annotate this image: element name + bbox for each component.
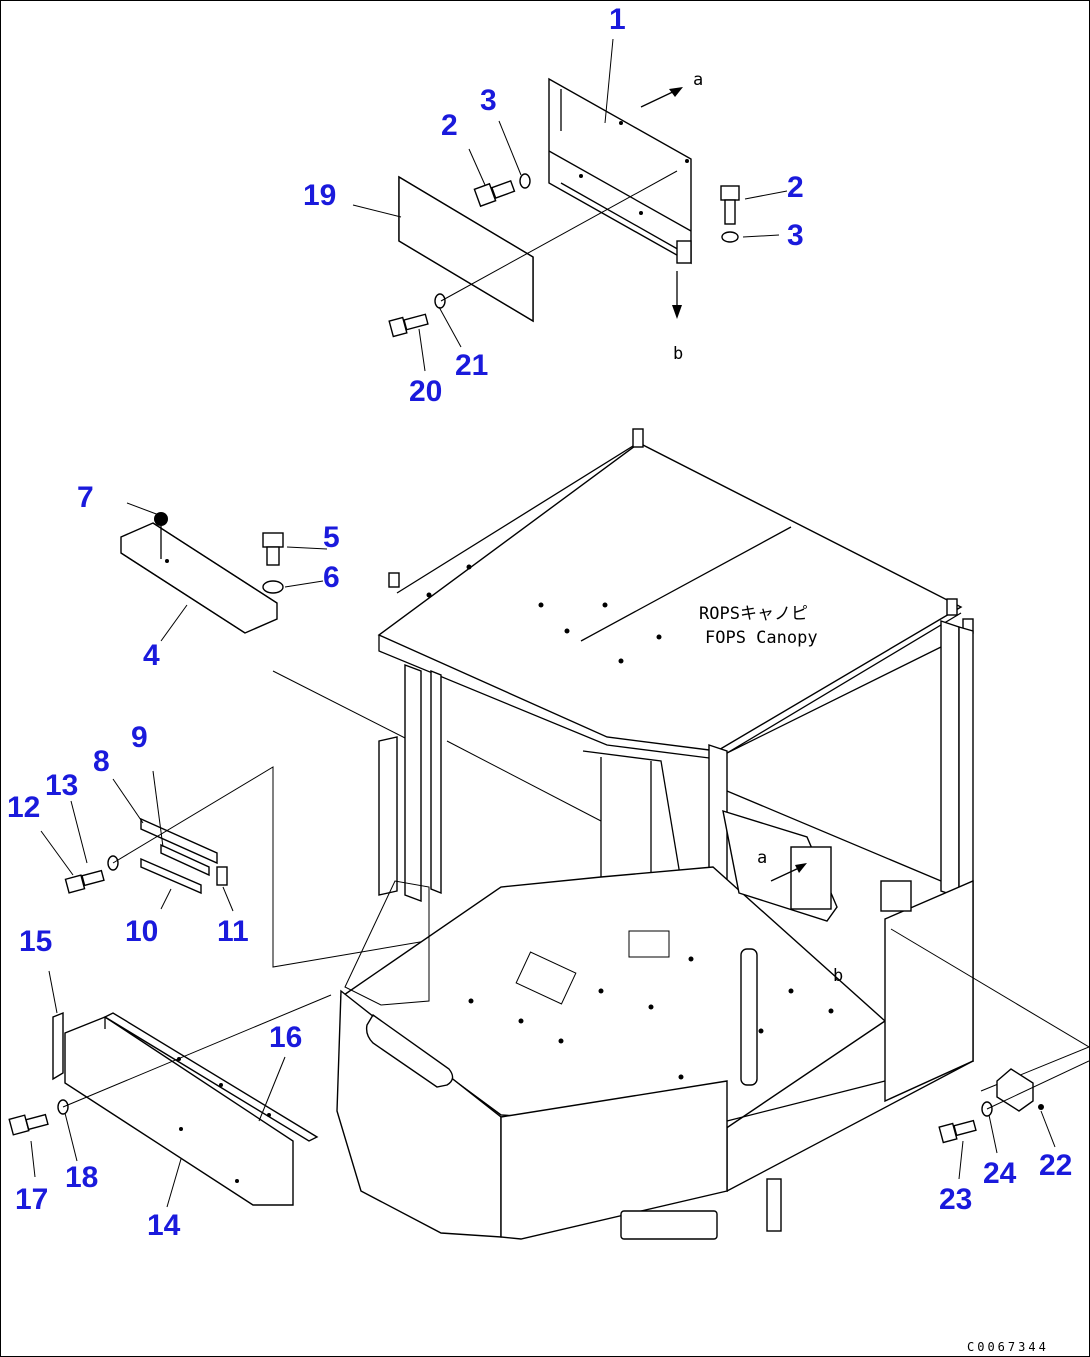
callout-1: 1 bbox=[609, 3, 626, 36]
plate-part-19 bbox=[398, 175, 534, 323]
callout-24: 24 bbox=[983, 1157, 1017, 1190]
callout-4: 4 bbox=[143, 639, 160, 672]
callout-14: 14 bbox=[147, 1209, 181, 1242]
drawing-code: C0067344 bbox=[967, 1340, 1049, 1354]
callout-20: 20 bbox=[409, 375, 442, 408]
washer-part-21 bbox=[434, 293, 446, 309]
callout-17: 17 bbox=[15, 1183, 48, 1216]
cover-part-4 bbox=[120, 522, 278, 634]
callout-18: 18 bbox=[65, 1161, 98, 1194]
callout-3a: 3 bbox=[480, 84, 497, 117]
marker-b-cab: b bbox=[833, 966, 843, 986]
bolt-part-5 bbox=[262, 532, 284, 566]
bolt-part-17 bbox=[8, 1113, 49, 1136]
seal-part-10 bbox=[140, 857, 202, 895]
marker-arrow-a: a bbox=[640, 70, 703, 108]
bolt-part-23 bbox=[938, 1119, 977, 1144]
callout-21: 21 bbox=[455, 349, 488, 382]
callout-23: 23 bbox=[939, 1183, 972, 1216]
plate-part-9 bbox=[160, 843, 210, 877]
callout-12: 12 bbox=[7, 791, 40, 824]
canopy-label: ROPSキャノピ FOPS Canopy bbox=[699, 604, 818, 648]
callout-6: 6 bbox=[323, 561, 340, 594]
callout-2a: 2 bbox=[441, 109, 458, 142]
callout-8: 8 bbox=[93, 745, 110, 778]
callout-15: 15 bbox=[19, 925, 52, 958]
bracket-part-22 bbox=[996, 1068, 1044, 1112]
marker-b-top: b bbox=[673, 344, 683, 364]
canopy-assembly bbox=[336, 428, 974, 1240]
bolt-part-2-left bbox=[473, 179, 516, 208]
clip-part-11 bbox=[216, 866, 228, 886]
callout-5: 5 bbox=[323, 521, 340, 554]
callout-22: 22 bbox=[1039, 1149, 1072, 1182]
callout-2b: 2 bbox=[787, 171, 804, 204]
marker-arrow-b: b bbox=[672, 271, 683, 364]
callout-11: 11 bbox=[217, 915, 249, 948]
bracket-part-1 bbox=[548, 77, 692, 265]
callout-10: 10 bbox=[125, 915, 158, 948]
bolt-part-12 bbox=[64, 869, 105, 894]
canopy-label-line1: ROPSキャノピ bbox=[699, 604, 808, 624]
bracket-part-15 bbox=[52, 1011, 64, 1081]
callout-16: 16 bbox=[269, 1021, 302, 1054]
callout-9: 9 bbox=[131, 721, 148, 754]
cab-marker-a: a bbox=[757, 848, 807, 882]
bolt-part-20 bbox=[388, 313, 429, 338]
washer-part-3-left bbox=[519, 173, 531, 189]
callout-13: 13 bbox=[45, 769, 78, 802]
washer-part-3-right bbox=[721, 231, 739, 243]
plate-part-8 bbox=[140, 817, 218, 865]
washer-part-6 bbox=[262, 580, 284, 594]
cap-part-7 bbox=[154, 512, 168, 559]
cab-marker-b: b bbox=[833, 966, 843, 986]
marker-a-top: a bbox=[693, 70, 703, 90]
callout-3b: 3 bbox=[787, 219, 804, 252]
marker-a-cab: a bbox=[757, 848, 767, 868]
canopy-label-line2: FOPS Canopy bbox=[705, 628, 818, 648]
callout-7: 7 bbox=[77, 481, 94, 514]
bolt-part-2-right bbox=[720, 185, 740, 225]
callout-19: 19 bbox=[303, 179, 336, 212]
